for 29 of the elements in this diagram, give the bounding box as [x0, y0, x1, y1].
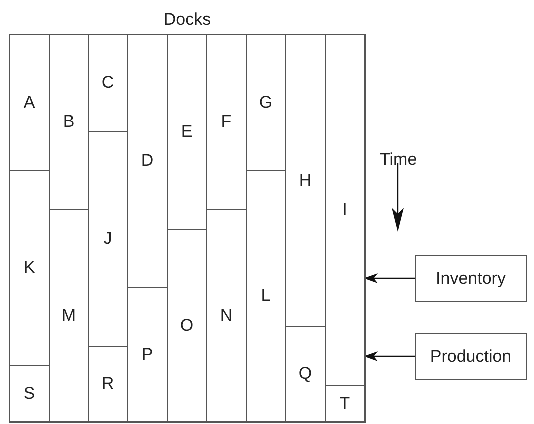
label-box	[415, 333, 527, 380]
cell-letter: G	[259, 92, 273, 114]
cell-letter: A	[24, 92, 36, 114]
cell-letter: B	[63, 111, 75, 134]
cell-letter: L	[261, 285, 271, 308]
cell-letter: D	[141, 150, 154, 172]
arrow	[364, 352, 415, 362]
grid-heading: Docks	[162, 9, 212, 31]
cell-letter: T	[340, 392, 350, 415]
cell-letter: K	[24, 257, 36, 280]
cell-letter: S	[24, 382, 36, 405]
cell-letter: H	[299, 170, 312, 192]
box-label: Inventory	[436, 268, 506, 290]
cell-letter: J	[104, 228, 112, 250]
cell-letter: F	[221, 111, 232, 134]
cell-letter: Q	[298, 363, 312, 386]
cell-letter: P	[142, 344, 154, 366]
cell-letter: I	[342, 199, 348, 222]
cell-letter: O	[180, 314, 194, 337]
cell-letter: R	[102, 373, 114, 396]
label-box	[415, 255, 527, 302]
cell-letter: E	[181, 121, 193, 144]
slot-cell	[325, 385, 365, 422]
arrow	[364, 274, 415, 284]
cell-letter: N	[220, 304, 233, 327]
time-label: Time	[380, 149, 418, 171]
box-label: Production	[430, 346, 512, 368]
cell-letter: C	[102, 72, 114, 94]
cell-letter: M	[62, 304, 76, 327]
